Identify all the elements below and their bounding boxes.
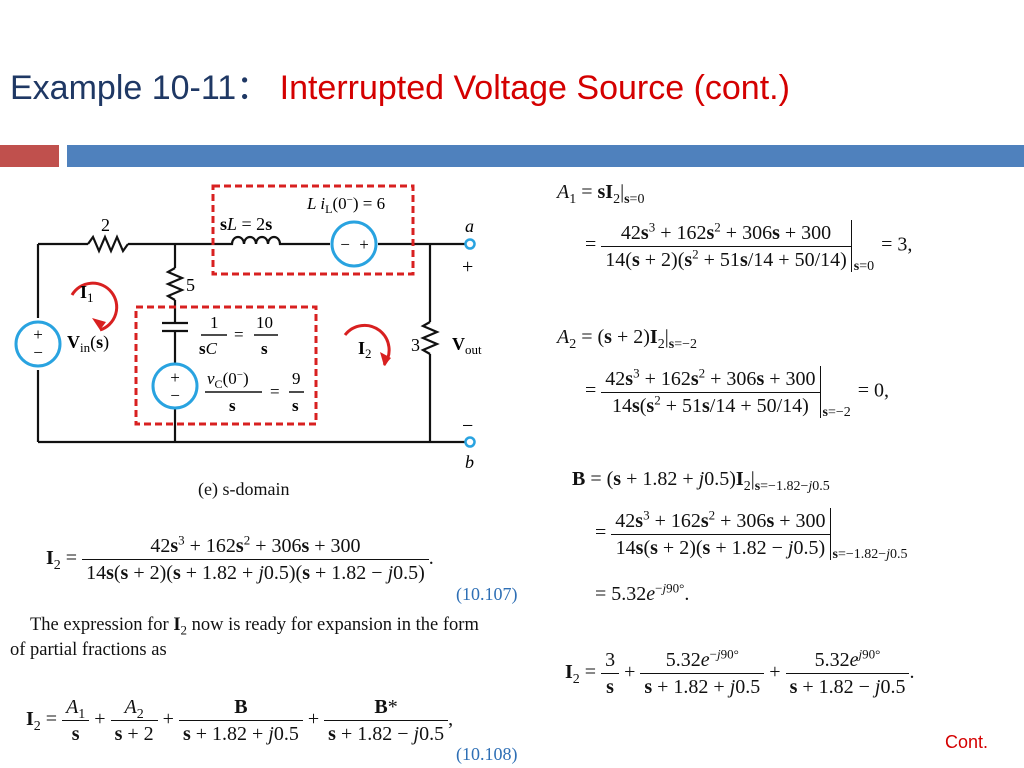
node-a-label: a (465, 216, 474, 236)
node-b-label: b (465, 452, 474, 472)
figure-caption: (e) s-domain (198, 479, 290, 499)
a1-result: = 3, (881, 233, 913, 256)
paragraph-text: The expression for I2 now is ready for e… (10, 615, 479, 660)
terminal-a (464, 238, 476, 250)
capacitor-box (134, 305, 318, 426)
eq-b-evaluation: = 42s3 + 162s2 + 306s + 300 14s(s + 2)(s… (595, 506, 908, 562)
svg-text:sC: sC (199, 339, 218, 358)
vin-plus: + (33, 325, 43, 344)
r2-label: 5 (186, 275, 195, 295)
i1-loop-arrow (70, 281, 119, 332)
inductor-box (211, 184, 415, 276)
eq-a2-definition: A2 = (s + 2)I2|s=−2 (557, 326, 697, 352)
a2-result: = 0, (857, 379, 890, 402)
vin-minus: − (33, 343, 43, 362)
circuit-diagram: + − − + + − 2 5 3 sL = 2s L iL(0−) = 6 V… (14, 184, 482, 472)
vout-minus: − (462, 415, 473, 437)
vc-plus: + (170, 368, 180, 387)
eq-i2-expression: I2 = 42s3 + 162s2 + 306s + 300 14s(s + 2… (46, 532, 434, 584)
r3-label: 3 (411, 335, 420, 355)
cap-label: 1 (210, 313, 219, 332)
svg-text:=: = (234, 325, 244, 344)
vout-label: Vout (452, 334, 482, 357)
title-prefix: Example 10-11： (10, 69, 271, 107)
slide-title: Example 10-11： Interrupted Voltage Sourc… (10, 60, 790, 109)
i2-loop-arrow (343, 323, 391, 366)
eq-b-result: = 5.32e−j90°. (595, 580, 690, 605)
vc-minus: − (170, 386, 180, 405)
i1-label: I1 (80, 282, 94, 305)
title-main: Interrupted Voltage Source (cont.) (279, 69, 790, 107)
i2-label: I2 (358, 338, 372, 361)
svg-text:s: s (229, 396, 236, 415)
il-plus: + (359, 235, 369, 254)
eq-a2-evaluation: = 42s3 + 162s2 + 306s + 300 14s(s2 + 51s… (585, 364, 890, 420)
vout-plus: + (462, 256, 473, 278)
il-source (330, 220, 378, 268)
resistor-5 (165, 267, 185, 301)
svg-text:9: 9 (292, 369, 301, 388)
inductor (225, 235, 330, 246)
vin-label: Vin(s) (67, 332, 109, 355)
resistor-3 (420, 321, 440, 355)
vc-source-label: vC(0−) (207, 369, 249, 391)
svg-text:=: = (270, 382, 280, 401)
eq-number-108: (10.108) (456, 744, 518, 764)
accent-bar-red (0, 145, 59, 167)
vc-source (151, 362, 199, 410)
terminal-b (464, 436, 476, 448)
eq-a1-evaluation: = 42s3 + 162s2 + 306s + 300 14(s + 2)(s2… (585, 218, 913, 274)
vin-source (14, 320, 62, 368)
svg-text:s: s (292, 396, 299, 415)
cont-label: Cont. (945, 732, 989, 752)
r1-label: 2 (101, 215, 110, 235)
il-minus: − (340, 235, 350, 254)
resistor-2 (87, 234, 129, 254)
svg-text:s: s (261, 339, 268, 358)
eq-number-107: (10.107) (456, 584, 518, 604)
il-source-label: L iL(0−) = 6 (306, 194, 385, 216)
accent-bar-blue (67, 145, 1024, 167)
eq-b-definition: B = (s + 1.82 + j0.5)I2|s=−1.82−j0.5 (572, 468, 830, 494)
svg-text:10: 10 (256, 313, 273, 332)
eq-a1-definition: A1 = sI2|s=0 (557, 181, 645, 207)
inductor-label: sL = 2s (220, 214, 272, 234)
